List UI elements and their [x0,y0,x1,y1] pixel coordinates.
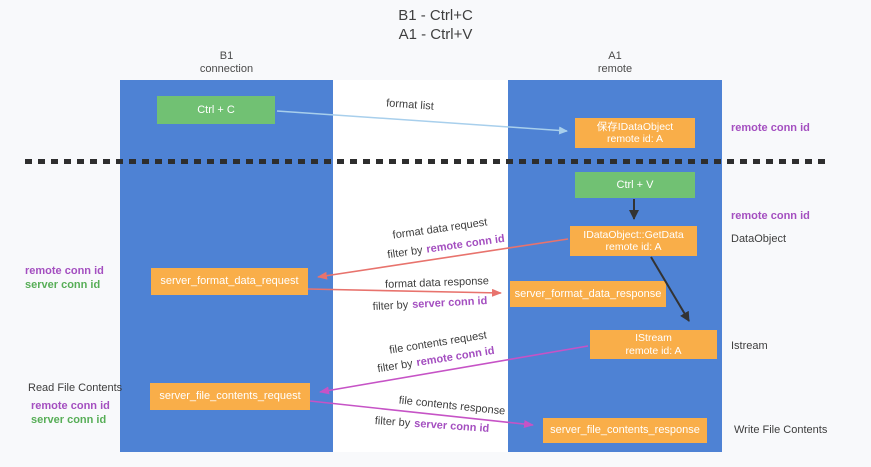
left-column-name: B1 [219,50,234,62]
idataobject-getdata-node: IDataObject::GetData remote id: A [570,226,697,256]
istream-line1: IStream [635,332,672,344]
istream-side-label: Istream [731,340,768,352]
server-file-contents-response-label: server_file_contents_response [550,424,700,436]
server-file-contents-request-label: server_file_contents_request [159,390,301,402]
diagram-title: B1 - Ctrl+C A1 - Ctrl+V [0,6,871,44]
server-conn-id-label-left-2: server conn id [31,414,107,426]
save-idataobject-line1: 保存IDataObject [596,120,674,133]
server-file-contents-response-node: server_file_contents_response [543,418,707,443]
left-column-role: connection [199,63,254,75]
server-format-data-response-label: server_format_data_response [514,287,662,300]
server-format-data-response-node: server_format_data_response [510,281,666,307]
write-file-contents-label: Write File Contents [734,424,828,436]
dashed-divider [25,159,826,164]
right-column-header: A1 remote [508,50,722,76]
ctrl-v-label: Ctrl + V [616,178,654,191]
right-column-name: A1 [608,50,622,62]
save-idataobject-line2: remote id: A [606,133,664,145]
ctrl-c-label: Ctrl + C [197,103,235,116]
title-line-2: A1 - Ctrl+V [398,26,473,43]
getdata-line2: remote id: A [605,241,662,253]
ctrl-v-node: Ctrl + V [575,172,695,198]
server-file-contents-request-node: server_file_contents_request [150,383,310,410]
server-conn-id-label-left-1: server conn id [25,279,101,291]
remote-conn-id-label-top-right: remote conn id [731,122,810,134]
filter-by-text: filter by [374,415,411,430]
dataobject-label: DataObject [731,233,787,245]
remote-conn-id-label-left-1: remote conn id [25,265,104,277]
right-column-role: remote [597,63,633,75]
istream-line2: remote id: A [625,344,682,357]
remote-conn-id-label-left-2: remote conn id [31,400,110,412]
getdata-line1: IDataObject::GetData [583,228,684,241]
title-line-1: B1 - Ctrl+C [398,7,473,24]
server-format-data-request-node: server_format_data_request [151,268,308,295]
left-column-header: B1 connection [120,50,333,76]
remote-conn-id-label-mid-right: remote conn id [731,210,810,222]
server-format-data-request-label: server_format_data_request [160,275,299,287]
filter-by-text: filter by [372,299,409,313]
istream-node: IStream remote id: A [590,330,717,359]
read-file-contents-label: Read File Contents [28,382,123,394]
save-idataobject-node: 保存IDataObject remote id: A [575,118,695,148]
ctrl-c-node: Ctrl + C [157,96,275,124]
